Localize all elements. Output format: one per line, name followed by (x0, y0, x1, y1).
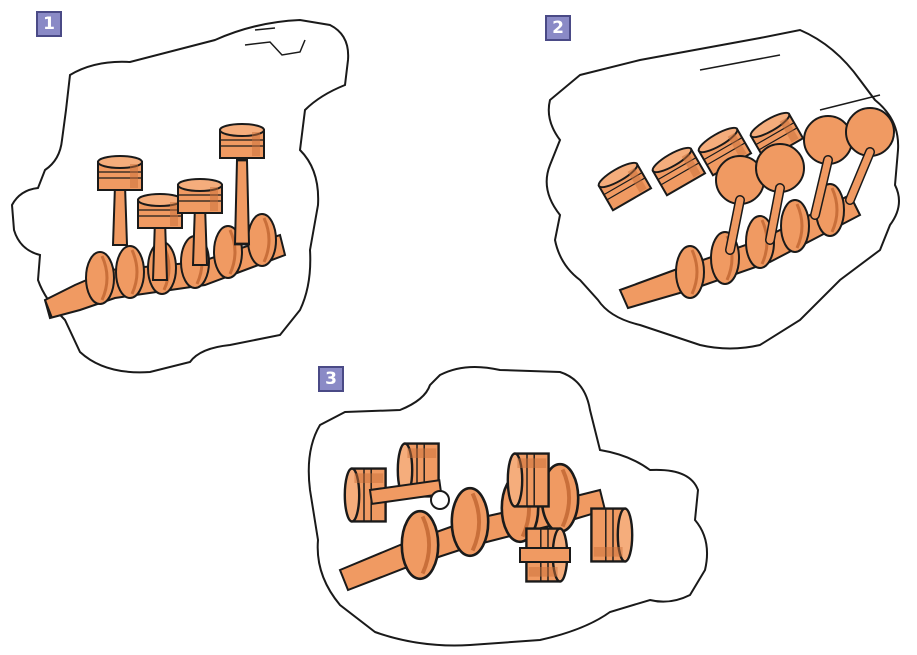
panel-1-inline-engine (12, 20, 348, 372)
panel-1-label: 1 (36, 11, 62, 37)
panel-2-v-engine (547, 30, 899, 349)
panel-3-label: 3 (318, 366, 344, 392)
panel-3-boxer-engine (309, 367, 707, 646)
panel-2-label: 2 (545, 15, 571, 41)
